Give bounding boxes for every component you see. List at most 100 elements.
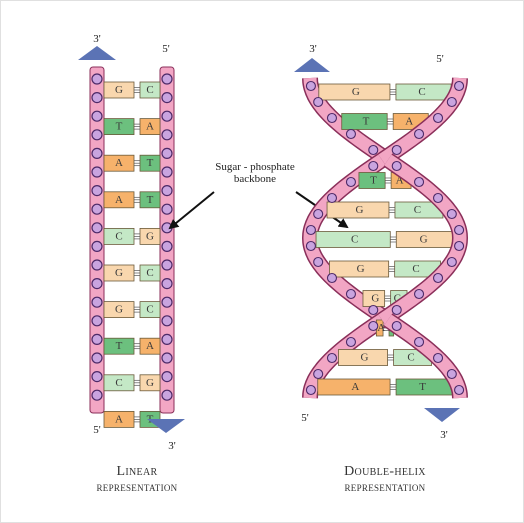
phosphate-circle <box>413 288 425 300</box>
phosphate-circle <box>313 96 324 108</box>
phosphate-circle <box>91 315 103 327</box>
phosphate-circle <box>368 320 379 332</box>
base-letter-left: G <box>115 304 123 316</box>
phosphate-circle <box>391 144 402 156</box>
phosphate-circle <box>413 176 425 188</box>
helix-top-left-end-label: 3' <box>309 43 317 55</box>
helix-caption: Double-helix representation <box>290 464 480 495</box>
linear-top-left-end-label: 3' <box>93 33 101 45</box>
phosphate-circle <box>305 80 316 92</box>
phosphate-circle <box>313 368 324 380</box>
phosphate-circle <box>161 185 173 197</box>
base-letter-right: G <box>420 234 428 246</box>
base-letter-right: A <box>405 116 413 128</box>
phosphate-circle <box>91 91 103 104</box>
phosphate-circle <box>91 73 103 85</box>
base-letter-left: T <box>116 121 123 133</box>
linear-top-left-triangle <box>78 46 116 60</box>
base-letter-left: A <box>377 322 385 334</box>
linear-phosphates <box>91 73 173 401</box>
base-letter-right: C <box>394 293 401 305</box>
phosphate-circle <box>391 304 402 316</box>
phosphate-circle <box>161 333 173 345</box>
phosphate-circle <box>91 110 103 122</box>
phosphate-circle <box>391 160 402 172</box>
linear-bottom-right-triangle <box>147 419 185 433</box>
base-letter-right: C <box>146 84 153 96</box>
phosphate-circle <box>432 272 444 284</box>
base-letter-right: A <box>146 340 154 352</box>
phosphate-circle <box>161 73 173 85</box>
phosphate-circle <box>91 278 103 290</box>
base-letter-right: G <box>146 377 154 389</box>
base-letter-left: T <box>363 116 370 128</box>
phosphate-circle <box>161 278 173 290</box>
phosphate-circle <box>91 333 103 345</box>
phosphate-circle <box>368 160 379 172</box>
base-letter-right: A <box>146 121 154 133</box>
base-letter-right: T <box>147 194 154 206</box>
phosphate-circle <box>432 352 444 364</box>
phosphate-circle <box>305 384 316 396</box>
phosphate-circle <box>91 259 103 271</box>
phosphate-circle <box>413 336 425 348</box>
base-letter-right: G <box>146 230 154 242</box>
linear-dna: 3' 5' GCTAATATCGGCGCTACGAT 5' 3' <box>78 33 185 452</box>
phosphate-circle <box>345 288 357 300</box>
phosphate-circle <box>413 128 425 140</box>
helix-bottom-right-triangle <box>424 408 460 422</box>
phosphate-circle <box>161 91 173 104</box>
phosphate-circle <box>161 203 173 215</box>
linear-bottom-left-end-label: 5' <box>93 424 101 436</box>
base-letter-left: A <box>351 381 359 393</box>
helix-caption-line1: Double-helix <box>344 464 426 479</box>
phosphate-circle <box>161 259 173 271</box>
phosphate-circle <box>91 129 103 141</box>
phosphate-circle <box>161 315 173 327</box>
helix-top-left-triangle <box>294 58 330 72</box>
linear-caption-line1: Linear <box>116 464 158 479</box>
helix-caption-line2: representation <box>344 479 426 495</box>
phosphate-circle <box>91 240 103 252</box>
linear-bottom-right-end-label: 3' <box>168 440 176 452</box>
linear-base-pairs: GCTAATATCGGCGCTACGAT <box>103 81 161 428</box>
phosphate-circle <box>345 128 357 140</box>
base-letter-left: A <box>115 157 123 169</box>
phosphate-circle <box>446 368 457 380</box>
base-letter-left: A <box>115 194 123 206</box>
base-letter-left: C <box>115 230 122 242</box>
phosphate-circle <box>326 352 338 364</box>
base-letter-left: C <box>351 234 358 246</box>
base-letter-left: A <box>115 413 123 425</box>
phosphate-circle <box>161 296 173 308</box>
base-letter-right: C <box>418 86 425 98</box>
backbone-arrow-left <box>168 191 215 230</box>
phosphate-circle <box>161 240 173 252</box>
backbone-annotation: Sugar - phosphate backbone <box>196 161 314 185</box>
base-letter-left: C <box>115 377 122 389</box>
base-letter-left: G <box>357 263 365 275</box>
phosphate-circle <box>345 176 357 188</box>
phosphate-circle <box>391 320 402 332</box>
phosphate-circle <box>326 272 338 284</box>
phosphate-circle <box>91 185 103 197</box>
phosphate-circle <box>161 129 173 141</box>
base-letter-right: T <box>419 381 426 393</box>
base-letter-left: G <box>352 86 360 98</box>
helix-top-right-end-label: 5' <box>436 53 444 65</box>
base-letter-right: C <box>407 352 414 364</box>
